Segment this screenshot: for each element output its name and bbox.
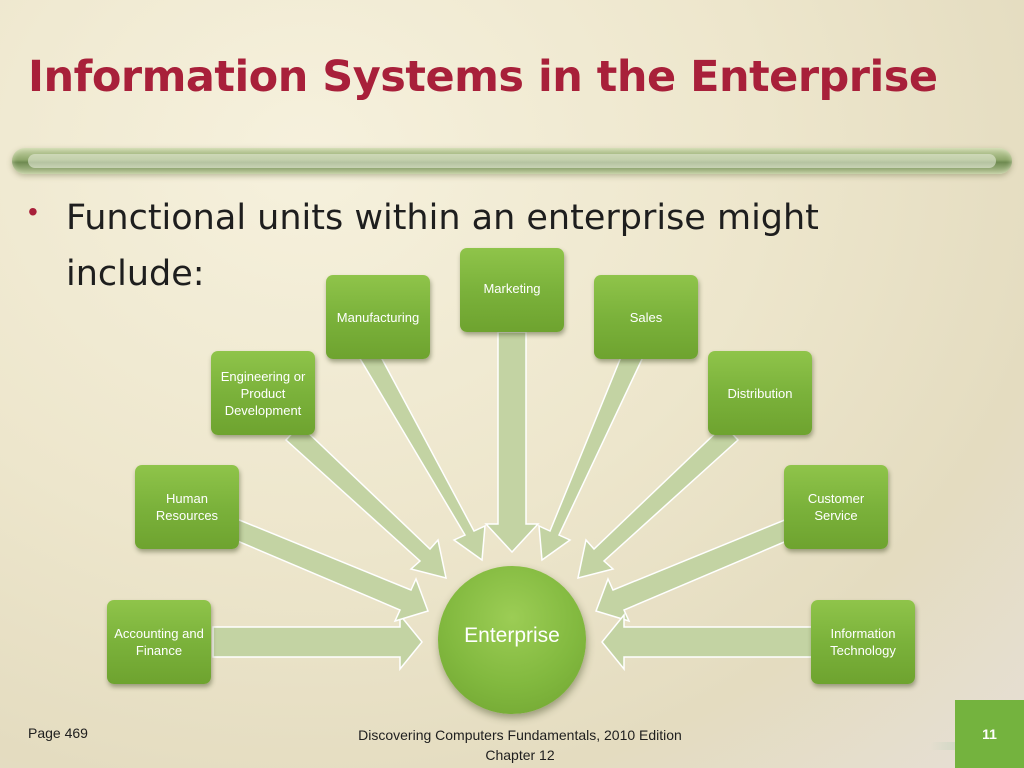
unit-marketing: Marketing (460, 248, 564, 332)
unit-accounting-and-finance: Accounting and Finance (107, 600, 211, 684)
arrow-customer-service (595, 515, 797, 623)
decorative-swoosh (930, 742, 970, 750)
arrow-marketing (484, 331, 540, 554)
footer-chapter: Chapter 12 (485, 747, 555, 763)
unit-sales: Sales (594, 275, 698, 359)
arrow-information-technology (601, 612, 813, 672)
footer-source: Discovering Computers Fundamentals, 2010… (320, 725, 720, 765)
bullet-dot-icon: • (28, 196, 38, 227)
title-divider (12, 148, 1012, 174)
unit-information-technology: Information Technology (811, 600, 915, 684)
arrow-sales (538, 356, 645, 562)
slide-title: Information Systems in the Enterprise (28, 52, 938, 102)
arrow-engineering (284, 423, 447, 580)
arrow-accounting (212, 612, 423, 672)
arrow-distribution (577, 423, 740, 580)
arrow-manufacturing (357, 356, 486, 562)
unit-distribution: Distribution (708, 351, 812, 435)
arrow-human-resources (227, 515, 429, 623)
unit-customer-service: Customer Service (784, 465, 888, 549)
unit-human-resources: Human Resources (135, 465, 239, 549)
bullet-text: Functional units within an enterprise mi… (66, 198, 819, 294)
enterprise-node: Enterprise (438, 566, 586, 714)
footer-page-reference: Page 469 (28, 725, 88, 741)
unit-manufacturing: Manufacturing (326, 275, 430, 359)
unit-engineering-or-product-development: Engineering or Product Development (211, 351, 315, 435)
slide-number: 11 (955, 700, 1024, 768)
footer-book-title: Discovering Computers Fundamentals, 2010… (358, 727, 682, 743)
